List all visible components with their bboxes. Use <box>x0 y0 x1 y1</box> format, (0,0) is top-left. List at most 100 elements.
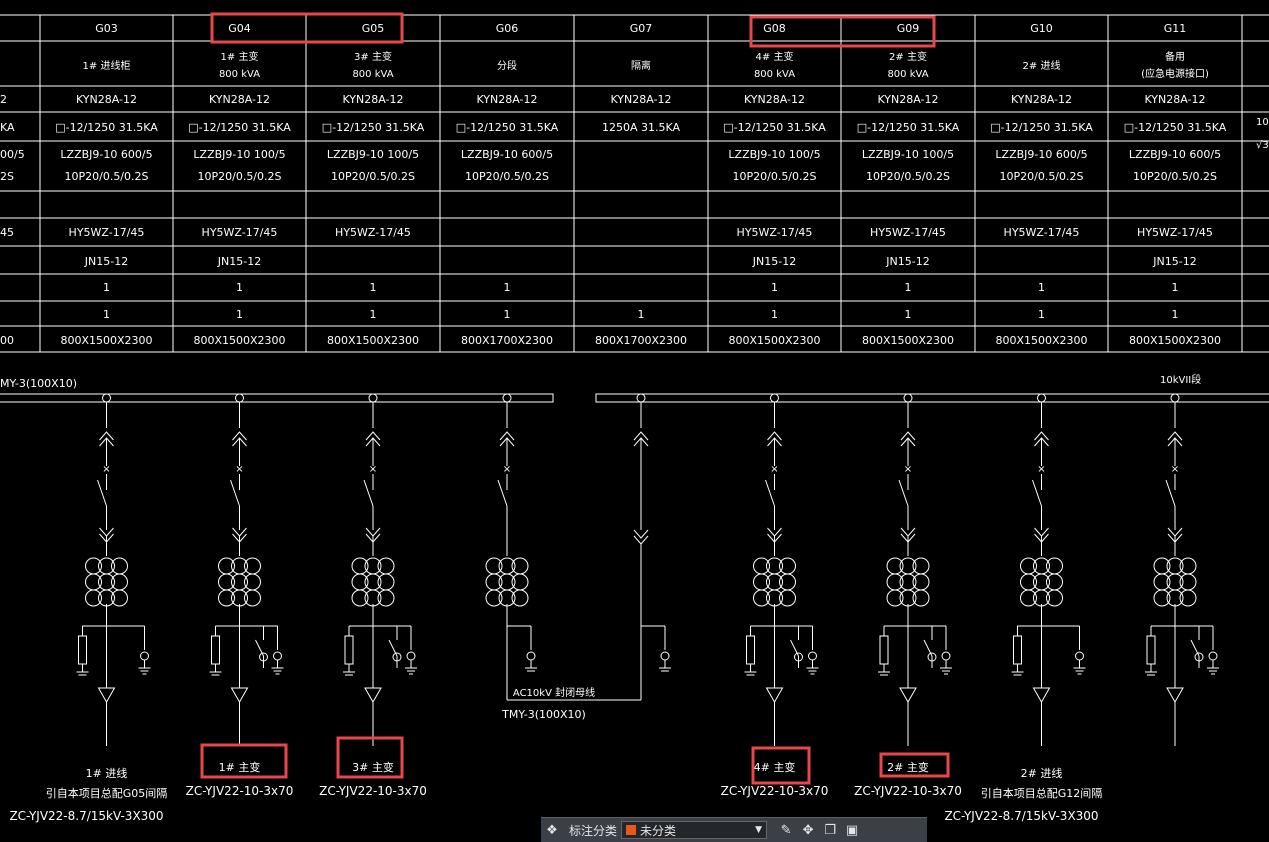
bus-connection <box>903 393 913 403</box>
cell-ct-class: 10P20/0.5/0.2S <box>1133 170 1217 183</box>
breaker-mark: × <box>1037 464 1045 475</box>
cell-qty-1: 1 <box>905 281 912 294</box>
cable-termination <box>97 687 116 704</box>
surge-arrester <box>746 635 755 665</box>
cell-breaker: 1250A 31.5KA <box>602 121 681 134</box>
cell-cabinet: KYN28A-12 <box>744 93 805 106</box>
current-transformer <box>779 573 796 591</box>
current-transformer <box>364 573 382 591</box>
current-transformer <box>766 573 783 591</box>
current-transformer <box>111 589 128 607</box>
cell-name: 备用 <box>1165 50 1185 63</box>
current-transformer <box>886 557 904 575</box>
current-transformer <box>1153 573 1171 591</box>
left-edge-text: 00 <box>0 334 14 347</box>
current-transformer <box>111 573 128 591</box>
current-transformer <box>364 557 382 575</box>
pen-icon[interactable]: ✎ <box>780 822 792 838</box>
cable-termination <box>765 687 784 704</box>
cell-qty-1: 1 <box>370 281 377 294</box>
bus-connection <box>102 393 111 403</box>
cell-qty-2: 1 <box>103 308 110 321</box>
cell-cabinet: KYN28A-12 <box>209 93 270 106</box>
breaker-blade <box>1165 479 1176 507</box>
feeder-title: 3# 主变 <box>352 760 394 774</box>
bus-connection <box>1037 393 1046 403</box>
cable-termination <box>230 687 249 704</box>
busbar-right-label: 10kVII段 <box>1160 373 1201 386</box>
current-transformer <box>886 573 904 591</box>
feeder-cable: ZC-YJV22-10-3x70 <box>186 784 294 798</box>
current-transformer <box>511 589 529 607</box>
breaker-mark: × <box>904 464 912 475</box>
breaker-mark: × <box>235 464 243 475</box>
cable-termination <box>1166 687 1184 704</box>
current-transformer <box>1020 573 1037 591</box>
plug-contact <box>767 431 782 441</box>
surge-arrester <box>1146 635 1156 665</box>
move-icon[interactable]: ✥ <box>802 822 814 838</box>
cell-name: 4# 主变 <box>756 50 794 63</box>
cell-cabinet: KYN28A-12 <box>476 93 537 106</box>
cell-qty-2: 1 <box>638 308 645 321</box>
current-transformer <box>218 589 235 607</box>
current-transformer <box>886 589 904 607</box>
cell-cabinet: KYN28A-12 <box>1144 93 1205 106</box>
plug-contact <box>232 431 247 441</box>
cell-breaker: □-12/1250 31.5KA <box>322 121 425 134</box>
category-select[interactable]: 未分类 ▼ <box>621 821 768 839</box>
cell-qty-2: 1 <box>370 308 377 321</box>
cell-ct-class: 10P20/0.5/0.2S <box>866 170 950 183</box>
cell-ct-ratio: LZZBJ9-10 600/5 <box>60 148 152 161</box>
right-edge-text: 10 <box>1256 117 1269 128</box>
current-transformer <box>511 557 529 575</box>
right-edge-text: √3 <box>1256 140 1269 151</box>
feeder-source: 引自本项目总配G05间隔 <box>46 786 168 800</box>
current-transformer <box>218 557 235 575</box>
cell-name: 3# 主变 <box>354 50 392 63</box>
breaker-blade <box>898 479 909 507</box>
cell-ct-ratio: LZZBJ9-10 100/5 <box>193 148 285 161</box>
plug-contact <box>99 431 114 441</box>
current-transformer <box>779 557 796 575</box>
highlight-g04-g05 <box>210 12 404 44</box>
current-transformer <box>244 573 261 591</box>
cable-termination <box>1032 687 1051 704</box>
cell-capacity: 800 kVA <box>219 69 260 80</box>
cell-name: 2# 进线 <box>1023 59 1061 72</box>
cell-code: G08 <box>763 22 786 35</box>
cell-dimensions: 800X1500X2300 <box>862 334 954 347</box>
category-select-value: 未分类 <box>640 823 677 838</box>
cell-qty-1: 1 <box>771 281 778 294</box>
cell-name-2: (应急电源接口) <box>1141 67 1209 80</box>
cell-breaker: □-12/1250 31.5KA <box>990 121 1093 134</box>
current-transformer <box>912 573 930 591</box>
cell-code: G09 <box>897 22 920 35</box>
cell-arrester: HY5WZ-17/45 <box>737 226 813 239</box>
cell-qty-2: 1 <box>905 308 912 321</box>
cell-code: G05 <box>362 22 385 35</box>
cell-capacity: 800 kVA <box>754 69 795 80</box>
current-transformer <box>899 557 917 575</box>
detector <box>808 651 817 661</box>
left-edge-text: 2S <box>0 170 14 183</box>
feeder-cable: ZC-YJV22-10-3x70 <box>721 784 829 798</box>
current-transformer <box>377 557 395 575</box>
clipboard-icon[interactable]: ▣ <box>845 822 859 838</box>
cell-code: G07 <box>630 22 653 35</box>
cell-arrester: HY5WZ-17/45 <box>202 226 278 239</box>
detector <box>1208 651 1218 661</box>
group-icon[interactable]: ❖ <box>546 822 558 838</box>
cable-termination <box>364 687 382 704</box>
cell-ct-ratio: LZZBJ9-10 100/5 <box>728 148 820 161</box>
current-transformer <box>98 573 115 591</box>
detector <box>406 651 416 661</box>
circuit-diagram <box>0 393 1269 746</box>
left-edge-text: 45 <box>0 226 14 239</box>
cell-ct-class: 10P20/0.5/0.2S <box>732 170 816 183</box>
cell-capacity: 800 kVA <box>887 69 928 80</box>
breaker-blade <box>363 479 374 507</box>
current-transformer <box>98 557 115 575</box>
copy-icon[interactable]: ❐ <box>824 822 836 838</box>
cell-breaker: □-12/1250 31.5KA <box>456 121 559 134</box>
